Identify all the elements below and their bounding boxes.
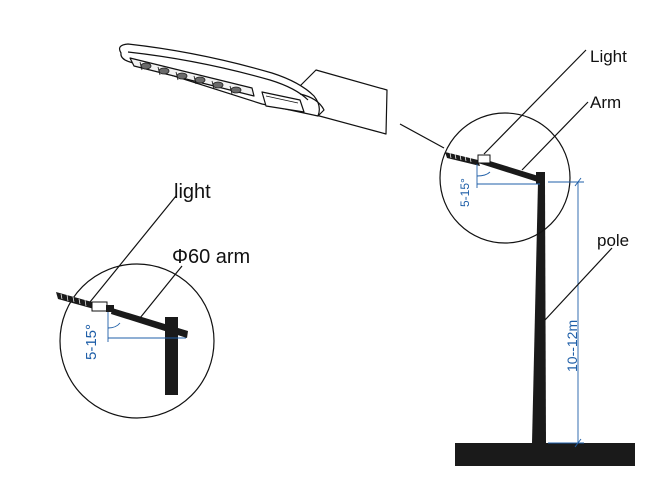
arm-detail: light Φ60 arm 5-15° — [56, 181, 250, 419]
pole-base — [455, 443, 635, 466]
left-leader-lines — [89, 195, 183, 319]
pole-label: pole — [597, 231, 629, 250]
right-tilt-angle-lines — [476, 164, 540, 188]
tilt-angle-label-right: 5-15° — [458, 178, 472, 207]
arm-label-left: Φ60 arm — [172, 246, 250, 268]
arm-detail-arm — [111, 308, 188, 338]
arm-detail-pole-stub — [165, 317, 178, 395]
pole-arm — [478, 158, 545, 184]
height-dimension — [548, 177, 584, 448]
left-light-fixture — [56, 292, 114, 312]
right-leader-lines — [483, 49, 613, 321]
pole-installation: Light Arm pole 10--12m 5-15° — [439, 47, 635, 466]
height-range-label: 10--12m — [564, 320, 580, 372]
luminaire-perspective-drawing — [118, 43, 388, 135]
right-light-fixture — [445, 152, 491, 166]
arm-detail-circle — [59, 263, 215, 419]
left-tilt-angle-lines — [107, 312, 186, 342]
light-label-right: Light — [590, 47, 627, 66]
arm-label-right: Arm — [590, 93, 621, 112]
light-label-left: light — [174, 181, 211, 203]
detail-leader-line — [399, 123, 445, 149]
light-detail-circle — [439, 112, 571, 244]
tilt-angle-label-left: 5-15° — [83, 324, 100, 360]
pole-shaft — [532, 182, 546, 443]
